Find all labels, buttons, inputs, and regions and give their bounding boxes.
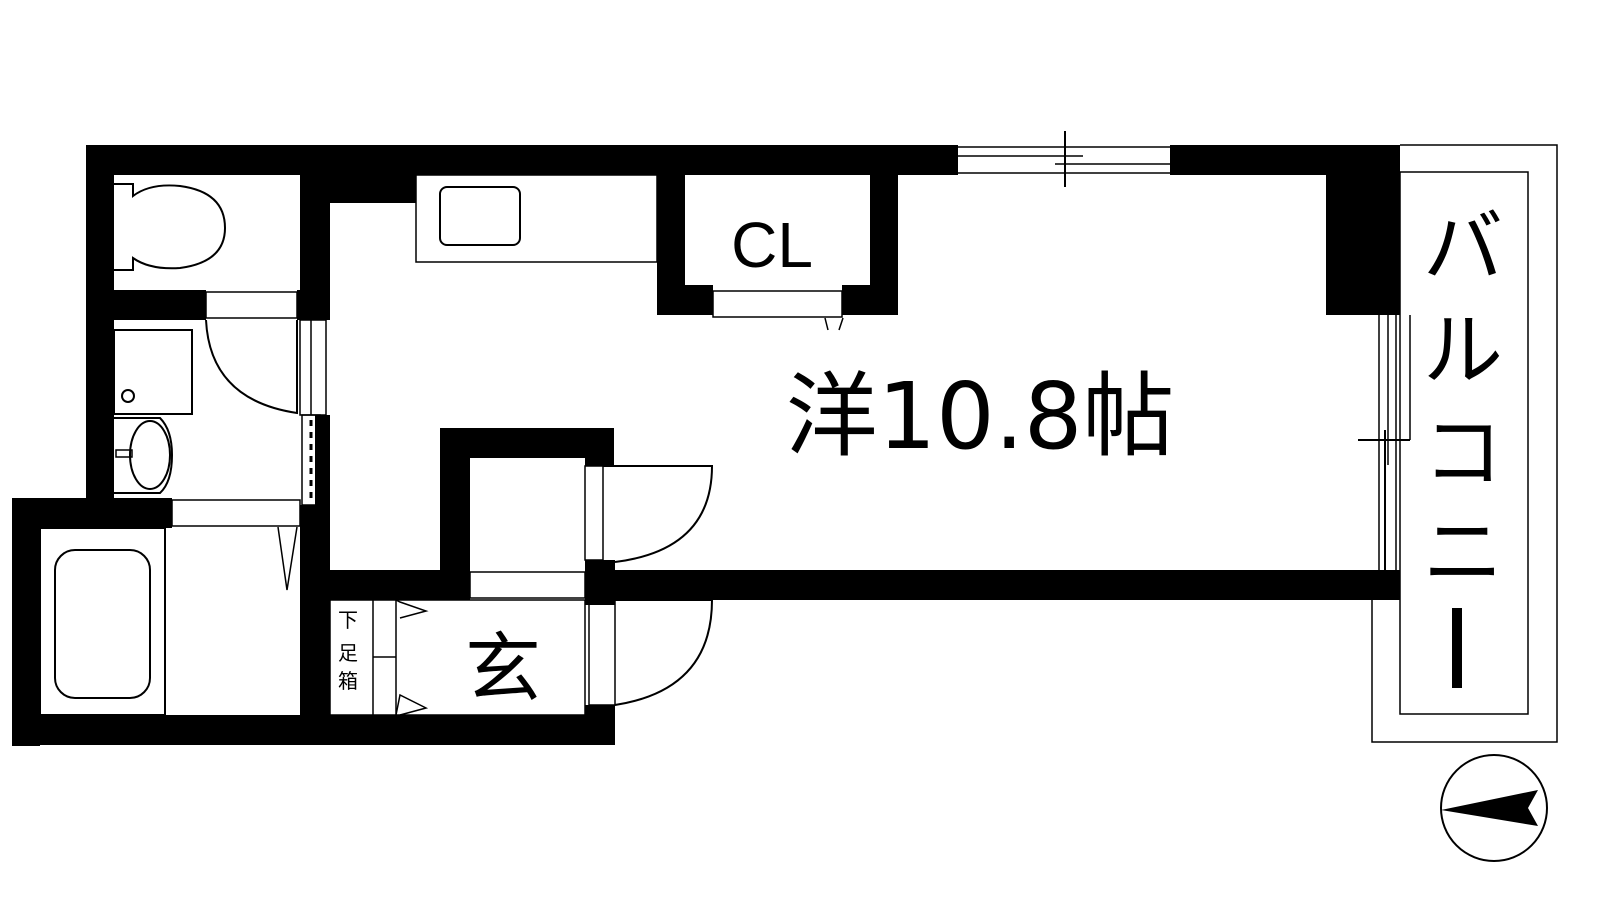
entrance: 玄	[329, 599, 586, 716]
compass-icon	[1440, 754, 1548, 862]
room-door-swing	[603, 465, 714, 563]
main-room-label: 洋10.8帖	[786, 363, 1175, 470]
room-door-frame	[584, 465, 604, 561]
svg-text:ニ: ニ	[1423, 506, 1503, 599]
bathtub	[39, 527, 166, 716]
washing-machine-pan	[113, 329, 193, 415]
top-window	[958, 131, 1170, 187]
svg-text:バ: バ	[1423, 201, 1503, 294]
washbasin	[114, 417, 174, 494]
walls	[12, 145, 1400, 746]
balcony-label-bar	[1452, 608, 1462, 688]
toilet-door	[205, 291, 298, 319]
balcony: バ ル コ ニ	[1371, 144, 1558, 743]
washroom-window	[299, 319, 327, 506]
entrance-label: 玄	[465, 624, 541, 713]
balcony-label: バ ル コ ニ	[1423, 201, 1503, 599]
shoe-box-label: 下 足 箱	[338, 608, 358, 693]
svg-text:足: 足	[338, 641, 358, 665]
toilet	[114, 183, 227, 271]
kitchen-counter	[415, 174, 658, 263]
bath-door-swing	[277, 526, 298, 591]
kitchen-sink	[439, 186, 521, 246]
svg-text:コ: コ	[1423, 406, 1503, 499]
bath-door	[171, 499, 301, 527]
closet: CL	[712, 209, 844, 331]
svg-text:箱: 箱	[338, 669, 358, 693]
svg-text:下: 下	[338, 608, 358, 632]
front-door-frame	[588, 599, 616, 706]
entry-inner-panel	[469, 571, 586, 599]
closet-label: CL	[731, 209, 813, 281]
balcony-window	[1358, 315, 1411, 570]
front-door-swing	[614, 599, 714, 706]
washroom-door-swing	[205, 319, 298, 415]
svg-text:ル: ル	[1423, 304, 1503, 397]
